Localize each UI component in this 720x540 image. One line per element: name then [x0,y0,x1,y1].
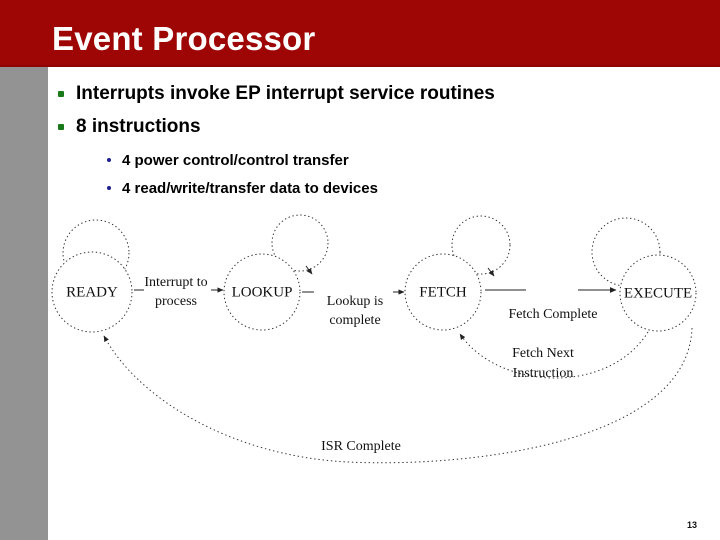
svg-text:process: process [155,294,197,309]
list-item-label: Interrupts invoke EP interrupt service r… [76,83,495,104]
svg-text:Instruction: Instruction [513,366,574,381]
state-label-fetch: FETCH [419,284,467,300]
edge-label-lookup-is-complete: Lookup is complete [327,294,383,328]
list-item: 4 power control/control transfer [102,149,652,172]
edge-execute-fetch-curve [459,331,649,379]
svg-text:Interrupt to: Interrupt to [144,275,207,290]
list-item: Interrupts invoke EP interrupt service r… [52,80,652,107]
list-item-label: 8 instructions [76,116,201,137]
bullet-dot-icon [58,91,64,97]
bullet-dot-icon [58,124,64,130]
svg-text:ISR Complete: ISR Complete [321,439,401,454]
svg-text:Fetch Next: Fetch Next [512,346,574,361]
bullet-dot-icon [107,186,111,190]
list-item-label: 4 read/write/transfer data to devices [122,180,378,197]
state-label-ready: READY [66,284,118,300]
state-label-lookup: LOOKUP [232,284,293,300]
page-title: Event Processor [52,20,316,57]
edge-label-isr-complete: ISR Complete [321,439,401,454]
self-loop-arrow-fetch [487,267,495,277]
list-item: 8 instructions [52,113,652,140]
svg-text:Lookup is: Lookup is [327,294,383,309]
edge-label-fetch-next-instruction: Fetch Next Instruction [512,346,574,381]
bullet-dot-icon [107,158,111,162]
list-item-label: 4 power control/control transfer [122,152,349,169]
state-circle-fetch[interactable] [404,253,482,331]
self-loop-lookup [271,214,329,272]
self-loop-arrow-lookup [305,265,313,275]
svg-text:Fetch Complete: Fetch Complete [508,307,597,322]
svg-text:complete: complete [329,313,380,328]
state-machine-diagram: READY LOOKUP FETCH EXECUTE Interrupt to … [48,200,720,490]
state-circle-ready[interactable] [51,251,133,333]
slide-header-band [0,0,720,67]
edge-label-fetch-complete: Fetch Complete [508,307,597,322]
state-label-execute: EXECUTE [624,285,692,301]
self-loop-fetch [451,215,511,275]
state-circle-lookup[interactable] [223,253,301,331]
page-number: 13 [686,520,697,530]
sub-bullet-list: 4 power control/control transfer 4 read/… [52,149,652,200]
self-loop-ready [62,219,130,287]
bullet-list: Interrupts invoke EP interrupt service r… [52,80,652,205]
state-circle-execute[interactable] [619,254,697,332]
list-item: 4 read/write/transfer data to devices [102,177,652,200]
edge-label-interrupt-to-process: Interrupt to process [144,275,207,309]
left-sidebar-rail [0,67,48,540]
